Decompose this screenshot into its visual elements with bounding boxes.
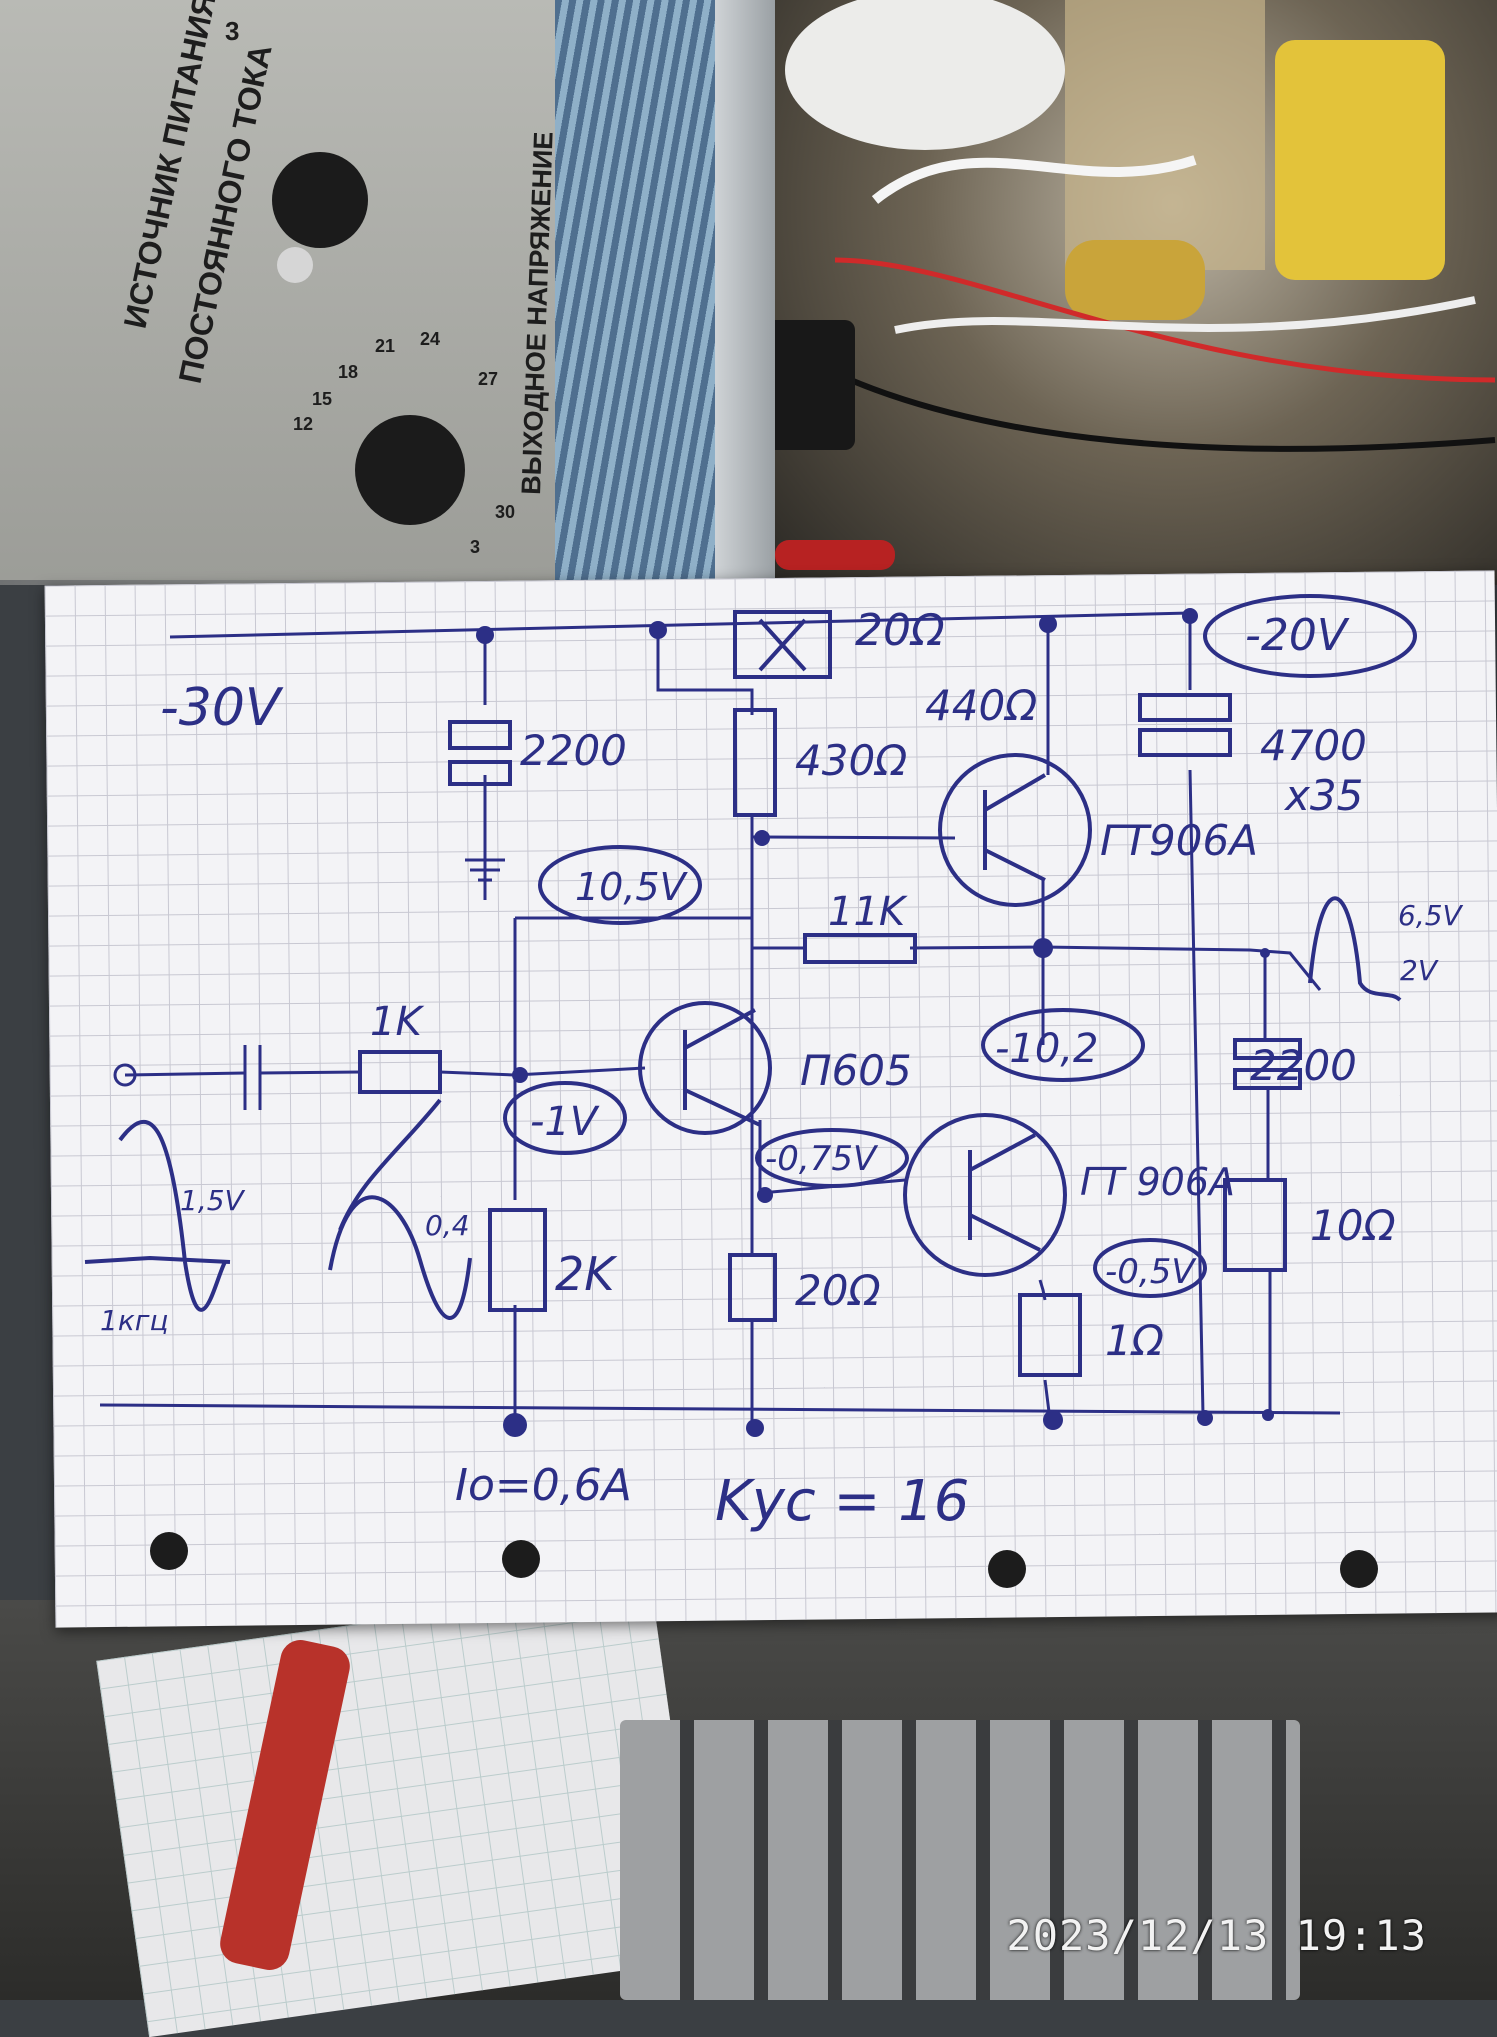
label-oval-102 xyxy=(981,1008,1145,1082)
electrolytic-capacitor xyxy=(1065,240,1205,320)
cap-2200-out-bottom xyxy=(1233,1068,1302,1090)
label-output-amplitude: 6,5V xyxy=(1398,899,1464,932)
resistor-430 xyxy=(733,708,777,817)
label-oval-05 xyxy=(1093,1238,1207,1298)
cap-2200-out-top xyxy=(1233,1038,1302,1060)
power-supply-vent-grille xyxy=(555,0,715,580)
label-output-amplitude-2: 2V xyxy=(1400,954,1439,987)
label-r-load: 10Ω xyxy=(1310,1201,1396,1250)
red-wire xyxy=(834,257,1496,383)
label-oval-20v xyxy=(1203,594,1417,678)
psu-panel-lettering: ИСТОЧНИК ПИТАНИЯ ПОСТОЯННОГО ТОКА ВЫХОДН… xyxy=(117,0,559,557)
cap-2200-top xyxy=(448,720,512,750)
schematic-labels: -30V 20Ω -20V 2200 430Ω 440Ω 4700 x35 ГТ… xyxy=(100,605,1464,1534)
wires-and-components xyxy=(775,0,1496,570)
label-quiescent-current: Io=0,6A xyxy=(455,1460,632,1511)
label-input-frequency: 1кгц xyxy=(100,1304,169,1337)
label-supply: -30V xyxy=(160,678,284,738)
label-node-102: -10,2 xyxy=(995,1026,1099,1072)
photo-timestamp: 2023/12/13 19:13 xyxy=(1006,1911,1427,1960)
resistor-1k xyxy=(358,1050,442,1094)
label-mid-amplitude: 0,4 xyxy=(425,1209,470,1242)
label-node-105: 10,5V xyxy=(575,865,689,909)
output-waveform xyxy=(1308,896,1402,1002)
label-r-440: 440Ω xyxy=(925,681,1037,730)
mid-waveform xyxy=(328,1195,472,1320)
white-wire-2 xyxy=(894,296,1476,334)
label-input-cap: 2200 xyxy=(520,726,627,775)
psu-scale-21: 21 xyxy=(375,336,395,356)
schematic-components xyxy=(84,594,1417,1377)
resistor-1ohm xyxy=(1018,1293,1082,1377)
label-output-voltage: -20V xyxy=(1245,610,1350,661)
transistor-q2 xyxy=(638,1001,772,1135)
label-r-feedback: 11K xyxy=(828,889,908,935)
voltage-knob-range[interactable] xyxy=(355,415,465,525)
label-r-20: 20Ω xyxy=(795,1266,881,1315)
cap-2200-bottom xyxy=(448,760,512,786)
label-r-input: 1K xyxy=(370,999,424,1045)
label-r-430: 430Ω xyxy=(795,736,907,785)
cap-4700-top xyxy=(1138,693,1232,722)
label-r-1ohm: 1Ω xyxy=(1105,1316,1164,1365)
label-node-075: -0,75V xyxy=(765,1139,879,1179)
cap-4700-bottom xyxy=(1138,728,1232,757)
label-oval-1v xyxy=(503,1081,627,1155)
red-clip xyxy=(775,540,895,570)
psu-scale-24: 24 xyxy=(420,329,440,349)
label-cap-x35: x35 xyxy=(1283,771,1363,820)
psu-scale-18: 18 xyxy=(338,362,358,382)
label-cap-2200-out: 2200 xyxy=(1250,1041,1357,1090)
voltage-knob-fine[interactable] xyxy=(272,152,368,248)
circuit-board xyxy=(1065,0,1265,270)
psu-scale-27: 27 xyxy=(478,369,498,389)
fuse-resistor-symbol xyxy=(733,610,832,679)
psu-scale-3: 3 xyxy=(470,537,480,557)
label-q1: ГТ906А xyxy=(1100,816,1258,865)
label-input-amplitude: 1,5V xyxy=(180,1184,246,1217)
schematic-wires xyxy=(99,611,1341,1425)
punch-hole-3 xyxy=(988,1550,1026,1588)
input-waveform xyxy=(84,1119,231,1312)
transformer-cover xyxy=(785,0,1065,150)
label-gain: Kус = 16 xyxy=(715,1469,969,1534)
heatsink-board xyxy=(620,1720,1300,2000)
transformer-coil xyxy=(1275,40,1445,280)
knob-cap xyxy=(277,247,313,283)
resistor-20 xyxy=(728,1253,777,1322)
label-fuse-resistor: 20Ω xyxy=(855,605,945,656)
label-oval-105 xyxy=(538,845,702,925)
schematic-nodes xyxy=(113,608,1274,1437)
psu-scale-15: 15 xyxy=(312,389,332,409)
probe-arrow xyxy=(338,1098,442,1231)
label-node-1v: -1V xyxy=(530,1099,600,1145)
resistor-10ohm xyxy=(1223,1178,1287,1272)
label-node-05: -0,5V xyxy=(1105,1252,1197,1292)
label-q2: П605 xyxy=(800,1046,912,1095)
transistor-q1 xyxy=(938,753,1092,907)
power-supply-side xyxy=(715,0,775,580)
label-cap-4700: 4700 xyxy=(1260,721,1367,770)
psu-scale-30: 30 xyxy=(495,502,515,522)
label-oval-075 xyxy=(755,1128,909,1188)
psu-scale-12: 12 xyxy=(293,414,313,434)
label-q3: ГТ 906А xyxy=(1080,1160,1235,1204)
power-supply-front-panel xyxy=(0,0,596,580)
white-wire xyxy=(871,155,1197,204)
punch-hole-1 xyxy=(150,1532,188,1570)
label-r-2k: 2K xyxy=(555,1247,618,1301)
relay xyxy=(775,320,855,450)
transistor-q3 xyxy=(903,1113,1067,1277)
resistor-11k xyxy=(803,933,917,964)
punch-hole-2 xyxy=(502,1540,540,1578)
punch-hole-4 xyxy=(1340,1550,1378,1588)
psu-dial-number: 3 xyxy=(225,16,239,46)
resistor-2k xyxy=(488,1208,547,1312)
